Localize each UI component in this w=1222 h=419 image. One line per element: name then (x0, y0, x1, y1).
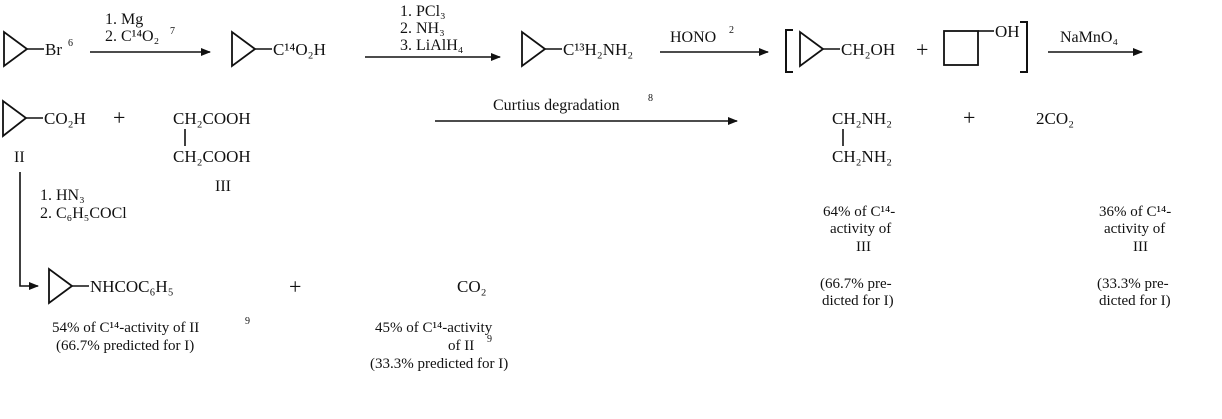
reagent-nh3: 2. NH₃ (400, 20, 445, 37)
amine-group: C¹³H₂NH₂ (563, 40, 633, 59)
curtius-label: Curtius degradation (493, 97, 620, 114)
svg-text:(33.3% predicted for I): (33.3% predicted for I) (370, 356, 508, 372)
svg-text:III: III (856, 239, 871, 255)
acid-group: C¹⁴O₂H (273, 40, 326, 59)
diamine-top: CH₂NH₂ (832, 109, 892, 128)
reaction-arrow-oxidation: NaMnO₄ (1048, 29, 1143, 56)
reagent-pcl3: 1. PCl₃ (400, 3, 446, 20)
svg-text:dicted for I): dicted for I) (1099, 293, 1171, 309)
compound-label-III: III (215, 178, 231, 195)
svg-text:64% of C¹⁴-: 64% of C¹⁴- (823, 204, 895, 220)
co2-activity-note-bottom: 45% of C¹⁴-activity of II 9 (33.3% predi… (370, 320, 508, 372)
footnote-ref: 8 (648, 93, 653, 104)
svg-text:9: 9 (487, 334, 492, 345)
svg-text:9: 9 (245, 316, 250, 327)
reaction-arrow-hono: HONO 2 (660, 25, 769, 56)
ethylenediamine: CH₂NH₂ CH₂NH₂ (832, 109, 892, 166)
cyclopropyl-bromide: Br 6 (3, 30, 73, 68)
arrow-icon (19, 172, 39, 290)
svg-text:(33.3% pre-: (33.3% pre- (1097, 276, 1169, 292)
cyclopropane-ring-icon (48, 267, 74, 305)
carbon-dioxide: CO₂ (457, 277, 487, 296)
footnote-ref: 2 (729, 25, 734, 36)
compound-III: CH₂COOH CH₂COOH III (173, 109, 251, 195)
hydroxyl-group: OH (995, 22, 1020, 41)
alcohol-mixture: CH₂OH + OH (785, 21, 1028, 73)
amide-group: NHCOC₆H₅ (90, 277, 174, 296)
reagent-benzoyl-chloride: 2. C₆H₅COCl (40, 205, 127, 222)
svg-text:III: III (1133, 239, 1148, 255)
svg-text:(66.7% predicted for I): (66.7% predicted for I) (56, 338, 194, 354)
succinic-bottom: CH₂COOH (173, 147, 251, 166)
bromide-label: Br (45, 40, 62, 59)
svg-text:(66.7% pre-: (66.7% pre- (820, 276, 892, 292)
succinic-top: CH₂COOH (173, 109, 251, 128)
footnote-ref: 7 (170, 26, 175, 37)
svg-text:36% of C¹⁴-: 36% of C¹⁴- (1099, 204, 1171, 220)
svg-text:dicted for I): dicted for I) (822, 293, 894, 309)
footnote-ref: 6 (68, 38, 73, 49)
reaction-arrow-curtius: Curtius degradation 8 (435, 93, 738, 125)
cyclopropane-carboxylic-acid: C¹⁴O₂H (231, 30, 326, 68)
cyclopropyl-benzamide: NHCOC₆H₅ (48, 267, 174, 305)
reaction-arrow-grignard: 1. Mg 2. C¹⁴O₂ 7 (90, 11, 211, 56)
plus-sign: + (289, 274, 301, 299)
alcohol-group: CH₂OH (841, 40, 895, 59)
svg-text:45% of C¹⁴-activity: 45% of C¹⁴-activity (375, 320, 493, 336)
cyclopropane-ring-icon (3, 30, 29, 68)
cyclopropane-ring-icon (231, 30, 257, 68)
svg-text:of II: of II (448, 338, 474, 354)
co2-activity-note: 36% of C¹⁴- activity of III (33.3% pre- … (1097, 204, 1171, 309)
compound-label-II: II (14, 149, 25, 166)
cyclopropane-ring-icon (799, 30, 825, 68)
plus-sign: + (963, 105, 975, 130)
cyclopropylmethylamine: C¹³H₂NH₂ (521, 30, 633, 68)
carbon-dioxide-2: 2CO₂ (1036, 109, 1074, 128)
diamine-bottom: CH₂NH₂ (832, 147, 892, 166)
plus-sign: + (113, 105, 125, 130)
reagent-hn3: 1. HN₃ (40, 187, 85, 204)
reagent-mg: 1. Mg (105, 11, 143, 28)
reaction-arrow-hydrazoic: 1. HN₃ 2. C₆H₅COCl (19, 172, 127, 290)
svg-text:54% of C¹⁴-activity of II: 54% of C¹⁴-activity of II (52, 320, 199, 336)
amide-activity-note: 54% of C¹⁴-activity of II 9 (66.7% predi… (52, 316, 250, 354)
svg-text:activity of: activity of (830, 221, 891, 237)
cyclobutane-ring-icon (943, 30, 979, 66)
diamine-activity-note: 64% of C¹⁴- activity of III (66.7% pre- … (820, 204, 895, 309)
right-bracket (1020, 21, 1028, 73)
reagent-namno4: NaMnO₄ (1060, 29, 1118, 46)
reagent-lialh4: 3. LiAlH₄ (400, 37, 464, 54)
reaction-arrow-reduction: 1. PCl₃ 2. NH₃ 3. LiAlH₄ (365, 3, 501, 61)
plus-sign: + (916, 37, 928, 62)
left-bracket (785, 29, 793, 73)
cyclopropane-ring-icon (521, 30, 547, 68)
cyclopropane-ring-icon (2, 99, 28, 138)
svg-text:activity of: activity of (1104, 221, 1165, 237)
reagent-hono: HONO (670, 29, 716, 46)
compound-II: CO₂H II (2, 99, 86, 166)
reagent-co2: 2. C¹⁴O₂ (105, 28, 159, 45)
acid-group: CO₂H (44, 109, 86, 128)
